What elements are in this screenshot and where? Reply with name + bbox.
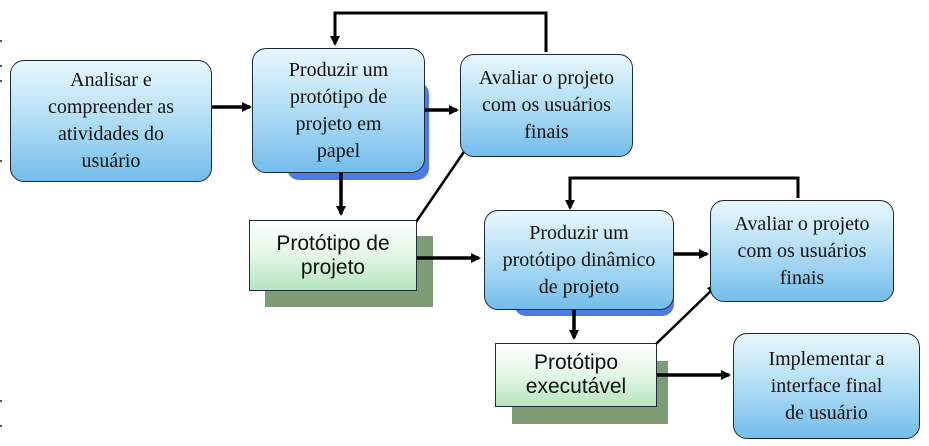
arrow-executavel-to-avaliar [654, 284, 718, 346]
avaliar-node-1: Avaliar o projeto com os usuários finais [460, 54, 633, 157]
avaliar-node-2: Avaliar o projeto com os usuários finais [710, 200, 894, 302]
produzir-dinamico-node: Produzir um protótipo dinâmico de projet… [484, 210, 674, 310]
edge-mark [0, 80, 2, 82]
arrow-prototipo-to-avaliar [414, 141, 472, 223]
arrow-feedback-loop-1 [330, 11, 548, 52]
edge-mark [0, 425, 2, 427]
implementar-node: Implementar a interface final de usuário [733, 333, 920, 439]
analisar-node: Analisar e compreender as atividades do … [10, 60, 212, 182]
edge-mark [0, 400, 2, 402]
edge-mark [0, 65, 2, 67]
produzir-papel-node: Produzir um protótipo de projeto em pape… [252, 48, 425, 173]
prototipo-projeto-node: Protótipo de projeto [249, 220, 417, 291]
edge-mark [0, 40, 2, 42]
prototipo-executavel-node: Protótipo executável [495, 343, 657, 407]
arrow-feedback-loop-2 [565, 176, 800, 210]
edge-mark [0, 160, 2, 162]
